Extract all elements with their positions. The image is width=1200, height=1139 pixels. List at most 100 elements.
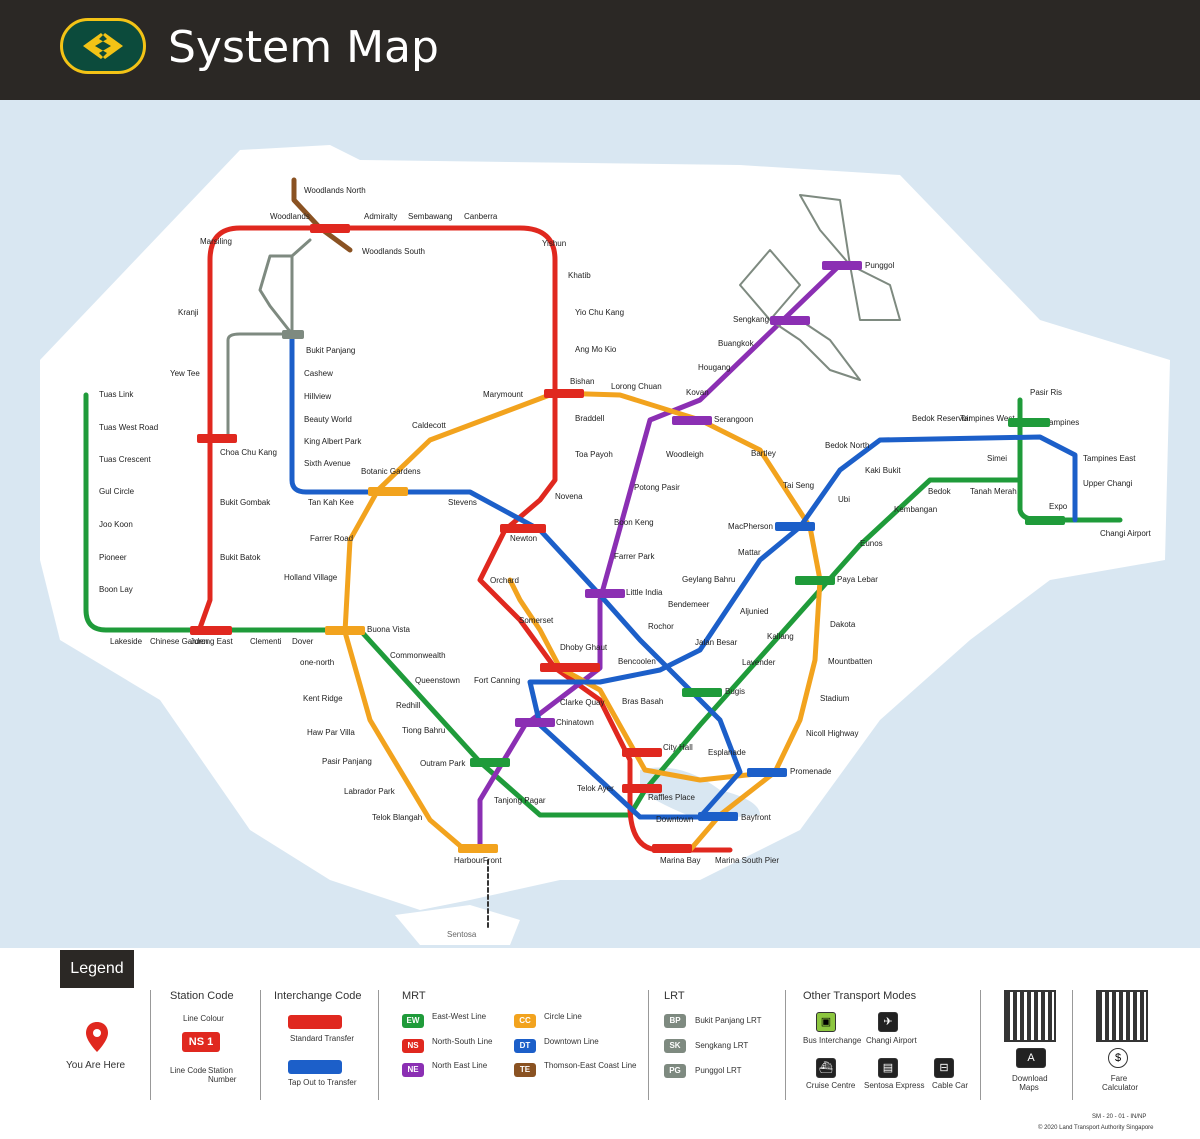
- station-labrador-park[interactable]: Labrador Park: [344, 787, 396, 796]
- station-yew-tee[interactable]: Yew Tee: [170, 369, 200, 378]
- station-jurong-east[interactable]: Jurong East: [190, 637, 233, 646]
- station-outram-park[interactable]: Outram Park: [420, 759, 466, 768]
- station-nicoll-highway[interactable]: Nicoll Highway: [806, 729, 858, 738]
- station-chinatown[interactable]: Chinatown: [556, 718, 594, 727]
- station-gul-circle[interactable]: Gul Circle: [99, 487, 135, 496]
- station-lavender[interactable]: Lavender: [742, 658, 776, 667]
- station-clementi[interactable]: Clementi: [250, 637, 282, 646]
- station-sembawang[interactable]: Sembawang: [408, 212, 452, 221]
- station-fort-canning[interactable]: Fort Canning: [474, 676, 520, 685]
- station-haw-par-villa[interactable]: Haw Par Villa: [307, 728, 355, 737]
- station-bukit-gombak[interactable]: Bukit Gombak: [220, 498, 271, 507]
- station-pasir-ris[interactable]: Pasir Ris: [1030, 388, 1062, 397]
- station-tiong-bahru[interactable]: Tiong Bahru: [402, 726, 445, 735]
- station-telok-ayer[interactable]: Telok Ayer: [577, 784, 614, 793]
- station-esplanade[interactable]: Esplanade: [708, 748, 746, 757]
- station-canberra[interactable]: Canberra: [464, 212, 498, 221]
- station-clarke-quay[interactable]: Clarke Quay: [560, 698, 604, 707]
- station-kallang[interactable]: Kallang: [767, 632, 794, 641]
- station-marsiling[interactable]: Marsiling: [200, 237, 232, 246]
- station-pioneer[interactable]: Pioneer: [99, 553, 127, 562]
- station-jalan-besar[interactable]: Jalan Besar: [695, 638, 738, 647]
- station-novena[interactable]: Novena: [555, 492, 583, 501]
- station-holland-village[interactable]: Holland Village: [284, 573, 338, 582]
- station-ubi[interactable]: Ubi: [838, 495, 850, 504]
- station-tuas-link[interactable]: Tuas Link: [99, 390, 134, 399]
- station-bugis[interactable]: Bugis: [725, 687, 745, 696]
- station-redhill[interactable]: Redhill: [396, 701, 421, 710]
- station-farrer-road[interactable]: Farrer Road: [310, 534, 353, 543]
- station-choa-chu-kang[interactable]: Choa Chu Kang: [220, 448, 277, 457]
- station-stevens[interactable]: Stevens: [448, 498, 477, 507]
- station-caldecott[interactable]: Caldecott: [412, 421, 447, 430]
- station-marina-south-pier[interactable]: Marina South Pier: [715, 856, 779, 865]
- station-marymount[interactable]: Marymount: [483, 390, 524, 399]
- station-one-north[interactable]: one-north: [300, 658, 334, 667]
- station-sentosa[interactable]: Sentosa: [447, 930, 477, 939]
- station-serangoon[interactable]: Serangoon: [714, 415, 753, 424]
- station-tuas-west-road[interactable]: Tuas West Road: [99, 423, 158, 432]
- station-tan-kah-kee[interactable]: Tan Kah Kee: [308, 498, 354, 507]
- station-stadium[interactable]: Stadium: [820, 694, 850, 703]
- station-newton[interactable]: Newton: [510, 534, 537, 543]
- station-bedok-north[interactable]: Bedok North: [825, 441, 869, 450]
- station-bedok[interactable]: Bedok: [928, 487, 952, 496]
- station-kovan[interactable]: Kovan: [686, 388, 709, 397]
- station-downtown[interactable]: Downtown: [656, 815, 693, 824]
- station-bayfront[interactable]: Bayfront: [741, 813, 772, 822]
- station-chinese-garden[interactable]: Chinese Garden: [150, 637, 208, 646]
- station-simei[interactable]: Simei: [987, 454, 1007, 463]
- station-kent-ridge[interactable]: Kent Ridge: [303, 694, 343, 703]
- station-upper-changi[interactable]: Upper Changi: [1083, 479, 1133, 488]
- station-king-albert-park[interactable]: King Albert Park: [304, 437, 362, 446]
- station-queenstown[interactable]: Queenstown: [415, 676, 460, 685]
- station-punggol[interactable]: Punggol: [865, 261, 895, 270]
- station-tai-seng[interactable]: Tai Seng: [783, 481, 814, 490]
- station-joo-koon[interactable]: Joo Koon: [99, 520, 133, 529]
- station-bukit-batok[interactable]: Bukit Batok: [220, 553, 261, 562]
- station-rochor[interactable]: Rochor: [648, 622, 674, 631]
- station-raffles-place[interactable]: Raffles Place: [648, 793, 696, 802]
- station-dover[interactable]: Dover: [292, 637, 314, 646]
- station-braddell[interactable]: Braddell: [575, 414, 605, 423]
- station-lakeside[interactable]: Lakeside: [110, 637, 143, 646]
- station-boon-keng[interactable]: Boon Keng: [614, 518, 654, 527]
- station-eunos[interactable]: Eunos: [860, 539, 883, 548]
- station-toa-payoh[interactable]: Toa Payoh: [575, 450, 613, 459]
- station-somerset[interactable]: Somerset: [519, 616, 554, 625]
- station-bencoolen[interactable]: Bencoolen: [618, 657, 656, 666]
- fare-calculator-qr-icon[interactable]: [1096, 990, 1148, 1042]
- station-orchard[interactable]: Orchard: [490, 576, 519, 585]
- station-geylang-bahru[interactable]: Geylang Bahru: [682, 575, 735, 584]
- station-aljunied[interactable]: Aljunied: [740, 607, 768, 616]
- station-khatib[interactable]: Khatib: [568, 271, 591, 280]
- station-dakota[interactable]: Dakota: [830, 620, 856, 629]
- station-telok-blangah[interactable]: Telok Blangah: [372, 813, 422, 822]
- station-sixth-avenue[interactable]: Sixth Avenue: [304, 459, 351, 468]
- station-dhoby-ghaut[interactable]: Dhoby Ghaut: [560, 643, 608, 652]
- station-bras-basah[interactable]: Bras Basah: [622, 697, 663, 706]
- station-woodleigh[interactable]: Woodleigh: [666, 450, 704, 459]
- station-potong-pasir[interactable]: Potong Pasir: [634, 483, 680, 492]
- station-macpherson[interactable]: MacPherson: [728, 522, 773, 531]
- station-commonwealth[interactable]: Commonwealth: [390, 651, 446, 660]
- station-tanah-merah[interactable]: Tanah Merah: [970, 487, 1017, 496]
- station-hillview[interactable]: Hillview: [304, 392, 331, 401]
- station-bartley[interactable]: Bartley: [751, 449, 776, 458]
- station-tuas-crescent[interactable]: Tuas Crescent: [99, 455, 152, 464]
- station-admiralty[interactable]: Admiralty: [364, 212, 397, 221]
- station-woodlands[interactable]: Woodlands: [270, 212, 310, 221]
- station-mountbatten[interactable]: Mountbatten: [828, 657, 872, 666]
- station-tampines-east[interactable]: Tampines East: [1083, 454, 1136, 463]
- station-cashew[interactable]: Cashew: [304, 369, 333, 378]
- station-promenade[interactable]: Promenade: [790, 767, 832, 776]
- station-ang-mo-kio[interactable]: Ang Mo Kio: [575, 345, 617, 354]
- station-changi-airport[interactable]: Changi Airport: [1100, 529, 1151, 538]
- station-beauty-world[interactable]: Beauty World: [304, 415, 352, 424]
- download-maps-qr-icon[interactable]: [1004, 990, 1056, 1042]
- station-expo[interactable]: Expo: [1049, 502, 1068, 511]
- station-woodlands-north[interactable]: Woodlands North: [304, 186, 366, 195]
- station-paya-lebar[interactable]: Paya Lebar: [837, 575, 878, 584]
- station-tanjong-pagar[interactable]: Tanjong Pagar: [494, 796, 546, 805]
- system-map[interactable]: Woodlands North Woodlands Woodlands Sout…: [0, 100, 1200, 948]
